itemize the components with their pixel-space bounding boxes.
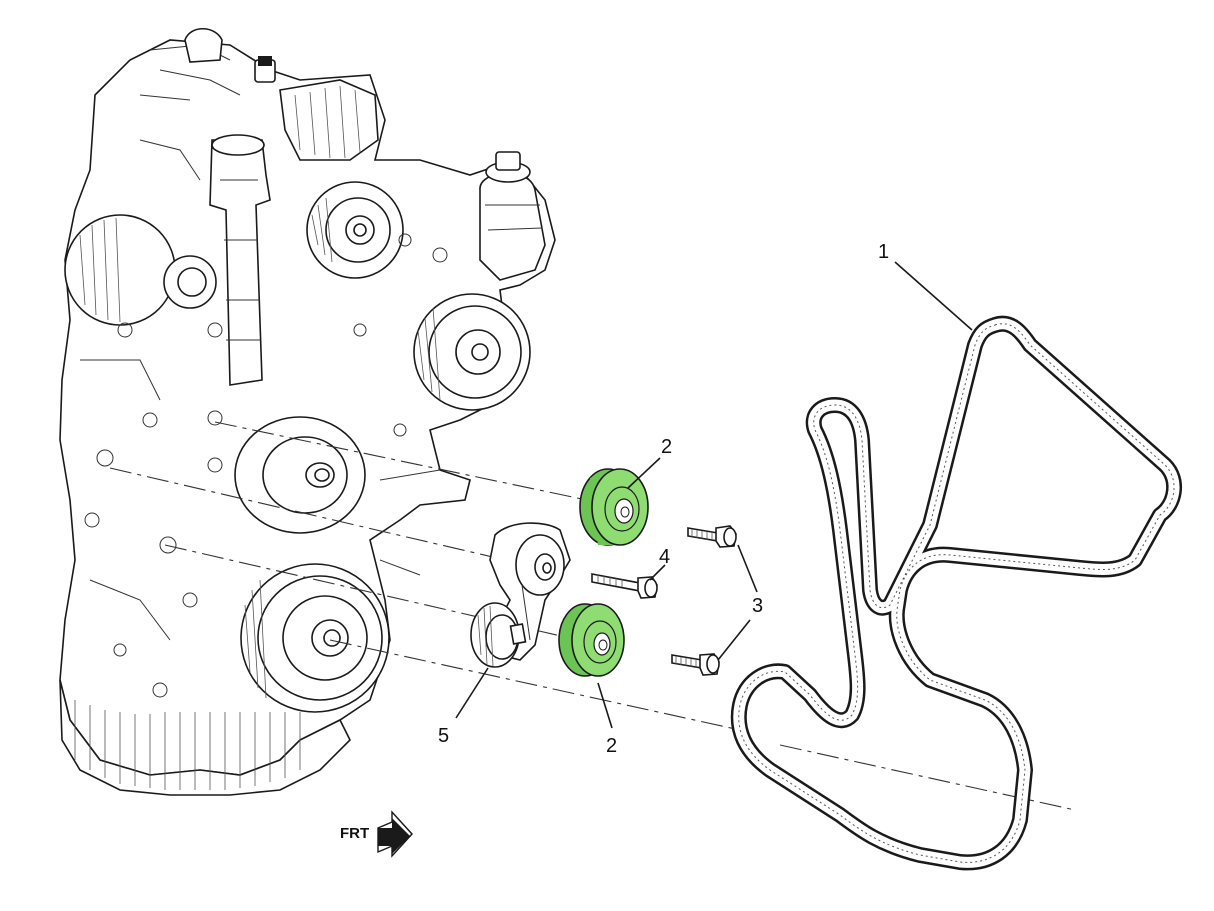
- callout-idler-lower: 2: [606, 735, 617, 757]
- idler-bolt-lower: [671, 653, 720, 676]
- callout-bolts: 3: [752, 595, 763, 617]
- idler-pulley-lower: [558, 603, 625, 677]
- arrow-right-icon: [377, 810, 413, 858]
- drive-belt: [730, 315, 1183, 871]
- tensioner-bolt: [591, 573, 658, 599]
- callout-tensioner-bolt: 4: [659, 546, 670, 568]
- belt-tensioner: [470, 522, 571, 668]
- frt-label: FRT: [340, 825, 369, 842]
- callout-tensioner: 5: [438, 725, 449, 747]
- callout-belt: 1: [878, 241, 889, 263]
- engine-assembly: [59, 27, 556, 796]
- callout-idler-upper: 2: [661, 436, 672, 458]
- front-direction-marker: FRT: [340, 810, 413, 858]
- idler-bolt-upper: [687, 525, 737, 548]
- callout-leaders: [455, 261, 973, 729]
- callout-labels: 1 2 2 3 4 5: [438, 241, 889, 757]
- idler-pulley-upper: [579, 468, 649, 546]
